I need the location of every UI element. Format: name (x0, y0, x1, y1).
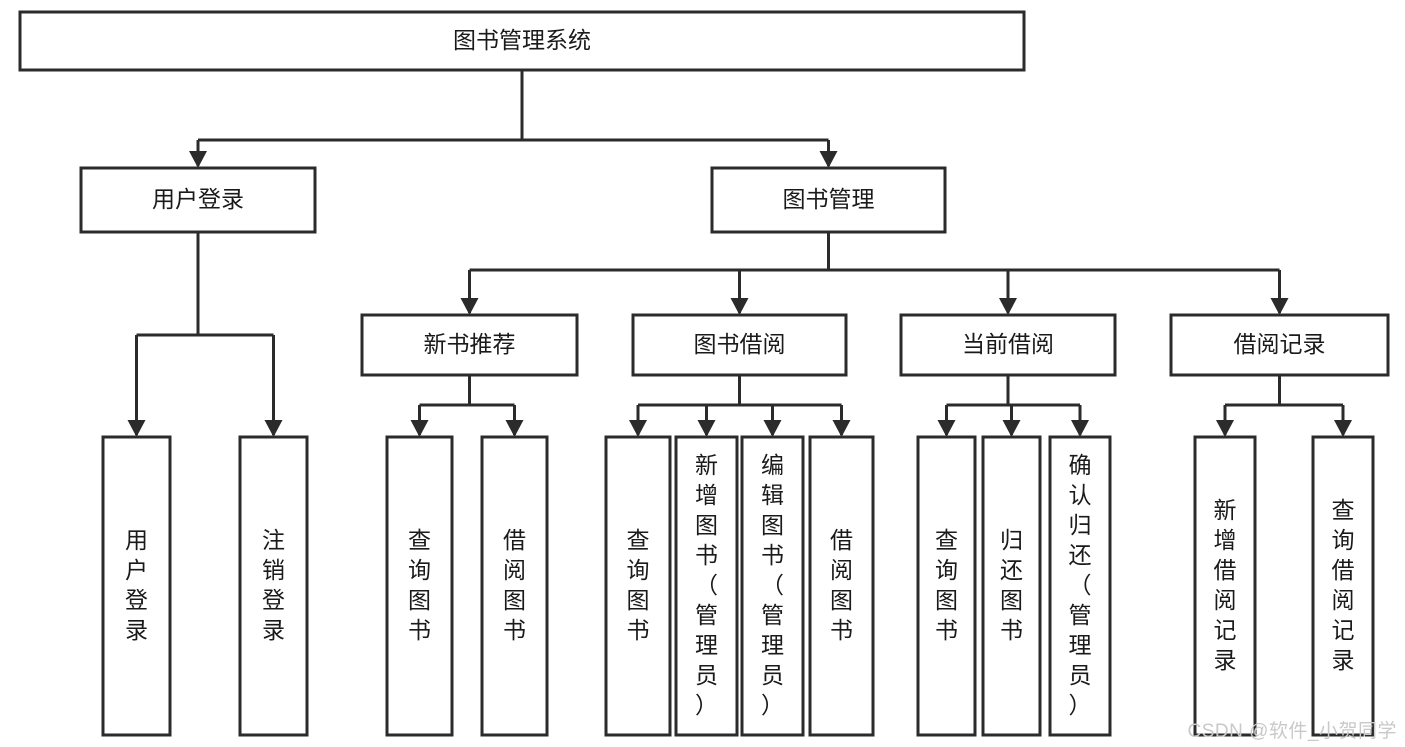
node-label-borrow-record: 借阅记录 (1234, 331, 1326, 357)
arrow-head-leaf-add-record (1216, 420, 1234, 437)
arrow-head-book-borrow (730, 298, 749, 315)
node-label-book-manage: 图书管理 (783, 186, 875, 212)
node-label-leaf-query-book-3: 查询图书 (935, 527, 958, 643)
node-leaf-add-book[interactable]: 新增图书（管理员） (674, 435, 739, 737)
node-label-user-login: 用户登录 (152, 186, 244, 212)
node-label-leaf-user-login: 用户登录 (125, 527, 148, 643)
node-leaf-return-book[interactable]: 归还图书 (981, 435, 1042, 737)
node-label-current-borrow: 当前借阅 (962, 331, 1054, 357)
node-leaf-borrow-book-2[interactable]: 借阅图书 (808, 435, 875, 737)
node-label-leaf-borrow-book-2: 借阅图书 (830, 527, 853, 643)
node-leaf-add-record[interactable]: 新增借阅记录 (1193, 435, 1257, 737)
node-new-book-rec[interactable]: 新书推荐 (360, 313, 579, 377)
node-box-leaf-borrow-book-2[interactable] (808, 435, 875, 737)
arrow-head-new-book-rec (460, 298, 479, 315)
node-box-leaf-borrow-book-1[interactable] (480, 435, 549, 737)
node-borrow-record[interactable]: 借阅记录 (1169, 313, 1390, 377)
arrow-head-leaf-borrow-book-1 (505, 420, 524, 437)
node-leaf-query-book-3[interactable]: 查询图书 (916, 435, 977, 737)
arrow-head-leaf-query-book-2 (629, 420, 647, 437)
node-box-leaf-add-record[interactable] (1193, 435, 1257, 737)
node-leaf-user-login[interactable]: 用户登录 (101, 435, 172, 737)
node-box-leaf-edit-book[interactable] (740, 435, 805, 737)
connectors-layer (127, 70, 1352, 437)
node-box-leaf-confirm-return[interactable] (1048, 435, 1112, 737)
arrow-head-book-manage (819, 151, 838, 168)
node-label-leaf-user-logout: 注销登录 (262, 527, 285, 643)
node-user-login[interactable]: 用户登录 (79, 166, 317, 234)
node-label-root: 图书管理系统 (453, 27, 591, 53)
node-root[interactable]: 图书管理系统 (18, 10, 1026, 72)
node-leaf-edit-book[interactable]: 编辑图书（管理员） (740, 435, 805, 737)
arrow-head-leaf-confirm-return (1071, 420, 1089, 437)
node-leaf-borrow-book-1[interactable]: 借阅图书 (480, 435, 549, 737)
node-leaf-user-logout[interactable]: 注销登录 (238, 435, 309, 737)
node-box-leaf-query-record[interactable] (1311, 435, 1375, 737)
node-leaf-confirm-return[interactable]: 确认归还（管理员） (1048, 435, 1112, 737)
node-current-borrow[interactable]: 当前借阅 (899, 313, 1117, 377)
arrow-head-user-login (189, 151, 207, 168)
arrow-head-leaf-edit-book (763, 420, 782, 437)
node-label-leaf-query-book-2: 查询图书 (627, 527, 650, 643)
node-book-borrow[interactable]: 图书借阅 (631, 313, 848, 377)
node-box-borrow-record[interactable] (1169, 313, 1390, 377)
node-label-leaf-borrow-book-1: 借阅图书 (503, 527, 526, 643)
node-label-leaf-add-record: 新增借阅记录 (1214, 497, 1237, 673)
node-box-leaf-query-book-3[interactable] (916, 435, 977, 737)
node-book-manage[interactable]: 图书管理 (710, 166, 947, 234)
node-box-book-manage[interactable] (710, 166, 947, 234)
node-box-leaf-return-book[interactable] (981, 435, 1042, 737)
node-label-leaf-query-book-1: 查询图书 (408, 527, 431, 643)
node-box-current-borrow[interactable] (899, 313, 1117, 377)
node-leaf-query-book-1[interactable]: 查询图书 (385, 435, 454, 737)
arrow-head-leaf-query-record (1334, 420, 1352, 437)
node-boxes-layer: 图书管理系统用户登录图书管理新书推荐图书借阅当前借阅借阅记录用户登录注销登录查询… (18, 10, 1390, 737)
node-label-leaf-add-book: 新增图书（管理员） (695, 452, 718, 718)
node-box-new-book-rec[interactable] (360, 313, 579, 377)
node-label-leaf-edit-book: 编辑图书（管理员） (761, 452, 784, 718)
arrow-head-leaf-query-book-1 (410, 420, 429, 437)
node-box-root[interactable] (18, 10, 1026, 72)
node-label-leaf-query-record: 查询借阅记录 (1332, 497, 1355, 673)
arrow-head-leaf-add-book (697, 420, 716, 437)
node-box-leaf-query-book-2[interactable] (604, 435, 672, 737)
node-label-leaf-return-book: 归还图书 (1000, 527, 1023, 643)
node-label-book-borrow: 图书借阅 (694, 331, 786, 357)
arrow-head-leaf-borrow-book-2 (832, 420, 851, 437)
node-box-user-login[interactable] (79, 166, 317, 234)
node-box-leaf-user-logout[interactable] (238, 435, 309, 737)
node-label-leaf-confirm-return: 确认归还（管理员） (1069, 452, 1092, 718)
node-box-leaf-query-book-1[interactable] (385, 435, 454, 737)
arrow-head-leaf-return-book (1002, 420, 1021, 437)
arrow-head-borrow-record (1270, 298, 1289, 315)
arrow-head-current-borrow (999, 298, 1017, 315)
arrow-head-leaf-query-book-3 (937, 420, 956, 437)
node-box-book-borrow[interactable] (631, 313, 848, 377)
node-box-leaf-add-book[interactable] (674, 435, 739, 737)
node-label-new-book-rec: 新书推荐 (424, 331, 516, 357)
node-leaf-query-record[interactable]: 查询借阅记录 (1311, 435, 1375, 737)
node-box-leaf-user-login[interactable] (101, 435, 172, 737)
arrow-head-leaf-user-logout (264, 420, 283, 437)
arrow-head-leaf-user-login (127, 420, 146, 437)
node-leaf-query-book-2[interactable]: 查询图书 (604, 435, 672, 737)
